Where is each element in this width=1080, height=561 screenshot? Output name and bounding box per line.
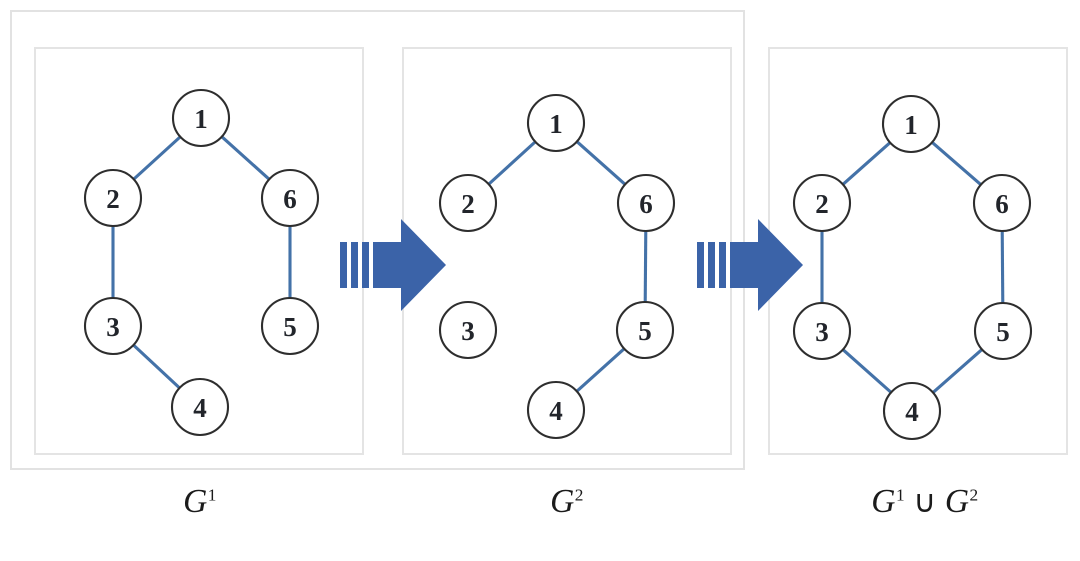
caption-g2-superscript: 2 — [574, 485, 584, 505]
caption-union-superscript-1: 1 — [895, 485, 906, 505]
caption-g1-superscript: 1 — [207, 485, 217, 505]
graph-panel-g2 — [402, 47, 732, 455]
caption-g2: G2 — [452, 483, 682, 521]
caption-g1: G1 — [90, 483, 310, 521]
graph-panel-union — [768, 47, 1068, 455]
script-g-glyph: G — [550, 483, 575, 520]
caption-union: G1 ∪ G2 — [810, 483, 1040, 521]
script-g-glyph: G — [183, 483, 208, 520]
union-operator-symbol: ∪ — [905, 484, 945, 519]
script-g-glyph: G — [944, 483, 970, 520]
graph-panel-g1 — [34, 47, 364, 455]
caption-union-superscript-2: 2 — [969, 485, 979, 505]
script-g-glyph: G — [871, 483, 896, 520]
